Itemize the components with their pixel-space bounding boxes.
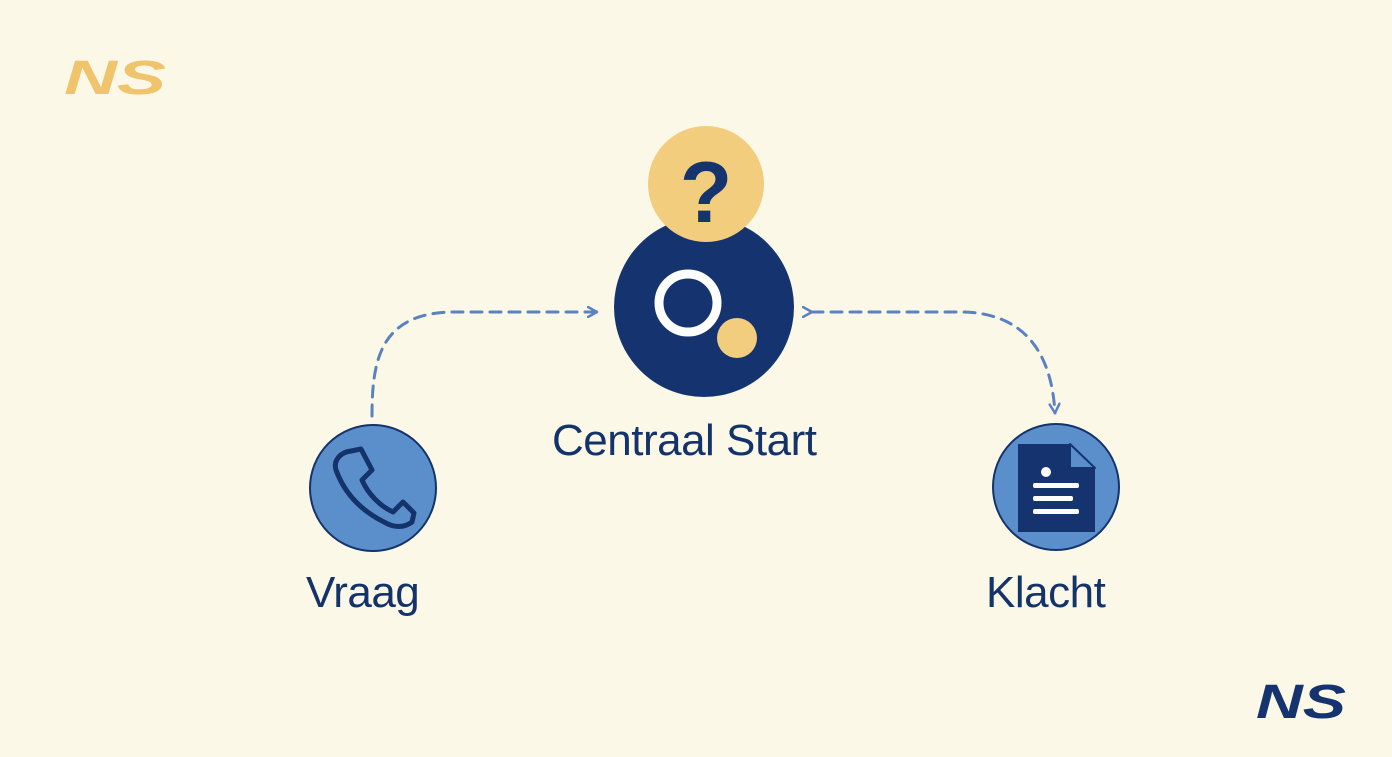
arrow-center-to-klacht <box>812 312 1055 415</box>
klacht-node <box>992 423 1120 551</box>
ns-logo-bottom-right: NS <box>1256 676 1346 729</box>
arrow-vraag-to-center <box>370 312 599 418</box>
vraag-node <box>309 424 437 552</box>
question-mark-icon: ? <box>680 145 733 241</box>
magnifier-icon <box>654 269 757 358</box>
question-badge: ? <box>648 126 764 242</box>
vraag-label: Vraag <box>306 568 420 617</box>
klacht-label: Klacht <box>986 568 1106 617</box>
center-label: Centraal Start <box>552 416 817 465</box>
phone-icon <box>332 446 417 529</box>
document-icon <box>1018 443 1096 532</box>
ns-logo-top-left: NS <box>64 52 166 105</box>
center-node <box>614 217 794 397</box>
